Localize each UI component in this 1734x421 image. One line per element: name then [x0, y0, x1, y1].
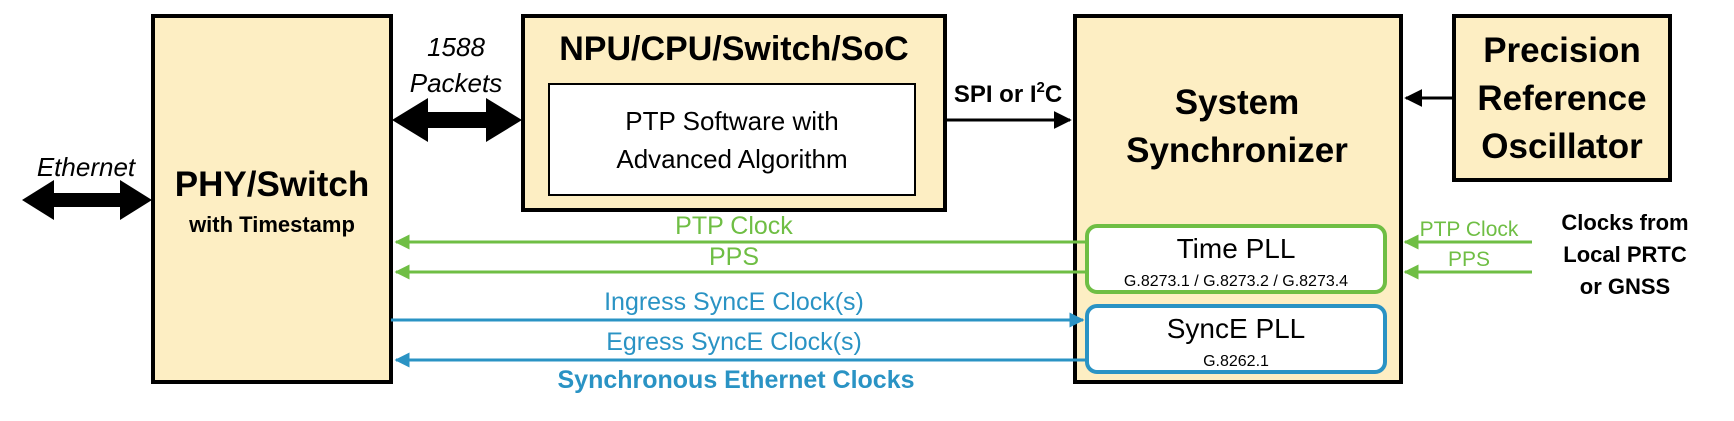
synce-pll-title: SyncE PLL	[1167, 313, 1306, 344]
time-pll-standards: G.8273.1 / G.8273.2 / G.8273.4	[1124, 273, 1348, 290]
ethernet-label: Ethernet	[37, 152, 137, 182]
external-line2: Local PRTC	[1563, 242, 1687, 267]
ptp-software-box	[548, 83, 916, 196]
oscillator-line3: Oscillator	[1481, 127, 1643, 166]
ext-pps-label: PPS	[1448, 248, 1490, 271]
external-line3: or GNSS	[1580, 274, 1670, 299]
synce-pll-box	[1085, 304, 1387, 374]
pps-label: PPS	[709, 243, 759, 271]
spi-label-prefix: SPI or I	[954, 81, 1037, 108]
npu-title: NPU/CPU/Switch/SoC	[559, 30, 908, 68]
spi-label-sup: 2	[1037, 79, 1045, 96]
phy-switch-title: PHY/Switch	[175, 165, 369, 204]
ptp-clock-label: PTP Clock	[675, 212, 793, 240]
ptp-software-line2: Advanced Algorithm	[616, 144, 847, 174]
ptp-software-line1: PTP Software with	[625, 106, 838, 136]
time-pll-title: Time PLL	[1177, 233, 1296, 264]
packets-label-line2: Packets	[410, 68, 503, 98]
external-line1: Clocks from	[1561, 210, 1688, 235]
ext-ptp-clock-label: PTP Clock	[1420, 218, 1519, 241]
system-synchronizer-title-line1: System	[1175, 83, 1300, 122]
ingress-synce-label: Ingress SyncE Clock(s)	[604, 288, 864, 316]
phy-switch-subtitle: with Timestamp	[188, 212, 355, 237]
oscillator-line1: Precision	[1483, 31, 1641, 70]
oscillator-line2: Reference	[1477, 79, 1646, 118]
spi-label-suffix: C	[1045, 81, 1062, 108]
synce-pll-standard: G.8262.1	[1203, 353, 1269, 370]
phy-switch-box	[151, 14, 393, 384]
packets-label-line1: 1588	[427, 32, 485, 62]
ethernet-arrow	[22, 180, 152, 220]
synchronous-ethernet-label: Synchronous Ethernet Clocks	[557, 366, 914, 394]
time-pll-box	[1085, 224, 1387, 294]
packets-arrow	[392, 98, 522, 142]
spi-label: SPI or I2C	[954, 79, 1062, 108]
system-synchronizer-title-line2: Synchronizer	[1126, 131, 1348, 170]
egress-synce-label: Egress SyncE Clock(s)	[606, 328, 862, 356]
